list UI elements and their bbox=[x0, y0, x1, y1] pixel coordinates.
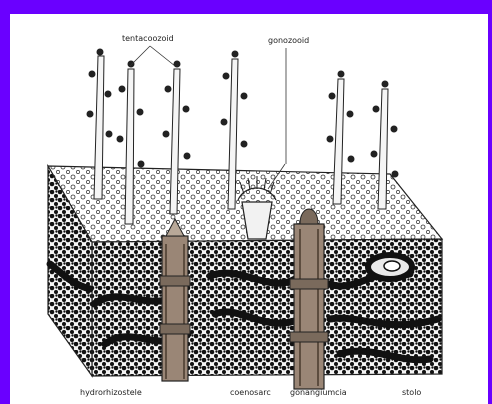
gonotheca-column bbox=[290, 209, 328, 389]
label-tentacoozoid: tentacoozoid bbox=[122, 34, 174, 43]
label-gonozooid: gonozooid bbox=[268, 36, 309, 45]
label-coenosarc: coenosarc bbox=[230, 388, 271, 397]
leader-lines bbox=[130, 46, 286, 189]
coenosarc-column-left bbox=[160, 219, 190, 381]
label-gonangiumcia: gonangiumcia bbox=[290, 388, 347, 397]
label-stolo: stolo bbox=[402, 388, 421, 397]
diagram-canvas: tentacoozoid gonozooid hydrorhizostele c… bbox=[10, 14, 488, 404]
label-hydrorhizostele: hydrorhizostele bbox=[80, 388, 142, 397]
hydroid-colony-illustration bbox=[10, 14, 488, 404]
